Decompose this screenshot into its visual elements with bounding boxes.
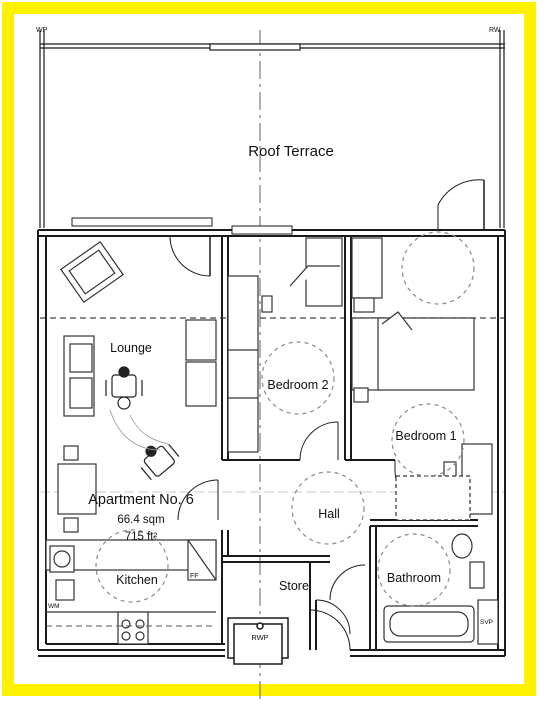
rwp-box [227,617,289,665]
rwp-tag: RWP [251,633,268,642]
roof-terrace [39,30,505,228]
lounge-furniture [57,241,217,533]
bedroom1-furniture [351,237,493,515]
yellow-border [2,2,536,696]
store-label: Store [279,579,309,593]
kitchen-label: Kitchen [116,573,158,587]
interior-walls [221,236,478,650]
apartment-area-sqm: 66.4 sqm [117,514,164,526]
fridge-freezer-tag: FF [190,573,199,580]
wheelchair-turning-icon [140,443,180,481]
bedroom2-window [231,225,293,235]
bedroom2-furniture [227,237,343,453]
bedroom1-label: Bedroom 1 [395,429,456,443]
corner-tag-left: WP [36,27,48,34]
hall-label: Hall [318,507,340,521]
lounge-label: Lounge [110,341,152,355]
wheelchair-path [109,409,169,451]
bathroom-fittings [383,475,499,645]
apartment-name: Apartment No. 6 [88,492,194,508]
bedroom2-label: Bedroom 2 [267,378,328,392]
corner-tag-right: RW [489,27,501,34]
wheelchair-icon [105,366,143,410]
kitchen-fittings [45,539,217,645]
washing-machine-tag: WM [48,603,60,610]
lounge-window [71,217,213,227]
svp-tag: SVP [480,619,493,626]
bathroom-label: Bathroom [387,571,441,585]
turning-circles [95,231,475,607]
lounge-door-swing [169,235,211,277]
roof-terrace-label: Roof Terrace [248,143,334,160]
terrace-door-swing [437,179,485,230]
apartment-area-sqft: 715 ft² [125,531,158,543]
